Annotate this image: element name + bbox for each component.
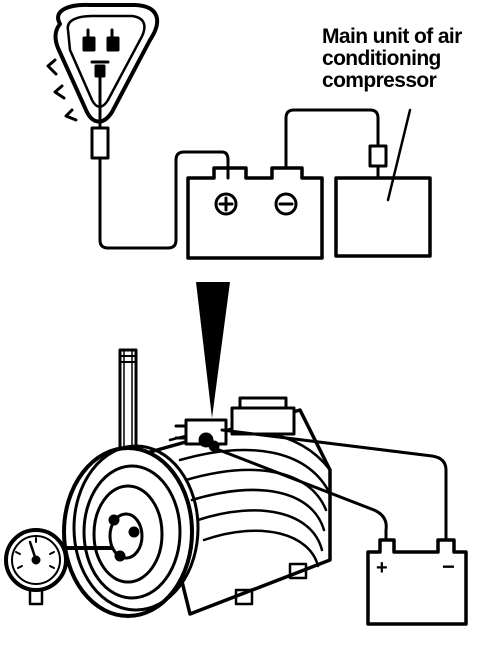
connector-housing <box>46 2 160 124</box>
battery-bottom <box>366 538 468 626</box>
compressor-unit-box <box>334 176 432 258</box>
battery-bottom-negative-sign: − <box>442 554 455 579</box>
caption-line-3: compressor <box>322 69 437 92</box>
battery-top <box>186 166 324 260</box>
inline-fuse <box>90 126 110 160</box>
dial-gauge <box>4 528 114 606</box>
caption-line-1: Main unit of air <box>322 25 462 48</box>
wire-to-compressor-unit <box>284 108 380 170</box>
unit-connector <box>368 144 388 168</box>
lead-to-battery-positive <box>212 446 388 542</box>
lead-to-battery-negative <box>220 428 448 542</box>
pointer-wedge <box>196 282 230 418</box>
clutch-pulley <box>62 444 200 618</box>
caption-leader-line <box>386 108 412 202</box>
wire-to-battery-positive <box>98 150 230 250</box>
battery-bottom-positive-sign: + <box>376 557 388 579</box>
compressor-caption: Main unit of air conditioning compressor <box>322 26 492 92</box>
compressor-body <box>148 396 332 616</box>
caption-line-2: conditioning <box>322 47 441 70</box>
